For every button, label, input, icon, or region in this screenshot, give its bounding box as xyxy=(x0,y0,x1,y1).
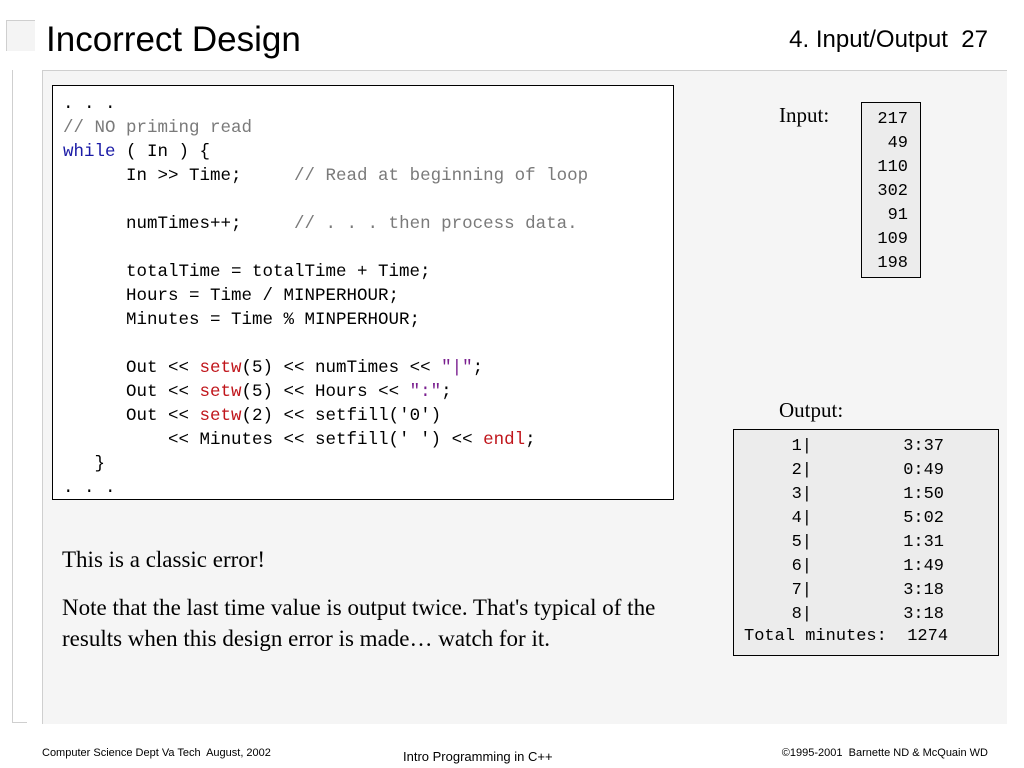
input-value: 49 xyxy=(887,134,908,153)
slide-reference: 4. Input/Output 27 xyxy=(789,26,988,54)
code-token: numTimes++; xyxy=(63,214,295,234)
code-token: ; xyxy=(472,358,484,378)
code-token: ( In ) { xyxy=(115,142,211,162)
code-token: ":" xyxy=(409,382,442,402)
code-token: Hours = Time / MINPERHOUR; xyxy=(63,286,400,306)
output-time: 0:49 xyxy=(903,461,944,480)
code-token: Minutes = Time % MINPERHOUR; xyxy=(63,310,421,330)
section-title: 4. Input/Output xyxy=(789,26,948,53)
output-count: 4| xyxy=(791,509,812,528)
output-box: 1| 3:37 2| 0:49 3| 1:50 4| 5:02 5| 1:31 6| 1:49 7| 3:… xyxy=(733,429,999,656)
note-classic-error: This is a classic error! xyxy=(62,547,266,572)
output-count: 1| xyxy=(791,437,812,456)
code-token: // NO priming read xyxy=(63,118,253,138)
output-rows: 1| 3:37 2| 0:49 3| 1:50 4| 5:02 5| 1:31 6| 1:49 7| 3:… xyxy=(734,435,1000,627)
code-token: // . . . then process data. xyxy=(294,214,578,234)
code-token: In >> Time; xyxy=(63,166,295,186)
code-token: setw xyxy=(199,358,242,378)
output-row: 3| 1:50 xyxy=(734,483,1000,507)
output-time: 3:37 xyxy=(903,437,944,456)
slide-title: Incorrect Design xyxy=(46,20,301,59)
output-count: 2| xyxy=(791,461,812,480)
code-token: (5) << Hours << xyxy=(241,382,410,402)
output-row: 4| 5:02 xyxy=(734,507,1000,531)
code-token: while xyxy=(63,142,116,162)
output-row: 7| 3:18 xyxy=(734,579,1000,603)
output-label: Output: xyxy=(779,398,844,422)
code-token: . . . xyxy=(63,478,116,498)
output-time: 3:18 xyxy=(903,605,944,624)
code-token: ; xyxy=(525,430,536,450)
code-token: setw xyxy=(199,382,242,402)
code-token: Out << xyxy=(63,382,200,402)
output-time: 5:02 xyxy=(903,509,944,528)
output-count: 6| xyxy=(791,557,812,576)
code-token: . . . xyxy=(63,94,116,114)
output-time: 1:50 xyxy=(903,485,944,504)
input-value: 109 xyxy=(877,230,908,249)
code-token: } xyxy=(63,454,106,474)
input-value: 302 xyxy=(877,182,908,201)
output-time: 1:31 xyxy=(903,533,944,552)
code-token: endl xyxy=(483,430,526,450)
output-count: 8| xyxy=(791,605,812,624)
output-row: 1| 3:37 xyxy=(734,435,1000,459)
code-token: setw xyxy=(199,406,242,426)
input-label: Input: xyxy=(779,103,830,127)
output-row: 5| 1:31 xyxy=(734,531,1000,555)
code-token: ; xyxy=(441,382,452,402)
output-time: 3:18 xyxy=(903,581,944,600)
output-row: 8| 3:18 xyxy=(734,603,1000,627)
corner-decoration xyxy=(6,20,35,51)
note-explanation: Note that the last time value is output … xyxy=(62,595,656,651)
output-count: 5| xyxy=(791,533,812,552)
code-token: totalTime = totalTime + Time; xyxy=(63,262,431,282)
code-listing-box: . . . // NO priming read while ( In ) { … xyxy=(52,85,674,500)
output-row: 2| 0:49 xyxy=(734,459,1000,483)
input-value: 91 xyxy=(887,206,908,225)
code-token: (2) << setfill('0') xyxy=(241,406,442,426)
output-row: 6| 1:49 xyxy=(734,555,1000,579)
footer-department: Computer Science Dept Va Tech August, 20… xyxy=(42,747,271,759)
input-value: 198 xyxy=(877,254,908,273)
code-token: (5) << numTimes << xyxy=(241,358,442,378)
code-token: << Minutes << setfill(' ') << xyxy=(63,430,484,450)
footer-course: Intro Programming in C++ xyxy=(403,749,553,764)
input-value: 110 xyxy=(877,158,908,177)
code-token: Out << xyxy=(63,358,200,378)
left-rule xyxy=(12,70,27,723)
code-token: // Read at beginning of loop xyxy=(294,166,589,186)
input-value: 217 xyxy=(877,110,908,129)
output-count: 7| xyxy=(791,581,812,600)
code-token: Out << xyxy=(63,406,200,426)
output-total: Total minutes: 1274 xyxy=(744,627,949,646)
input-box: 217 49 110 302 91 109 198 xyxy=(861,102,921,278)
input-values: 217 49 110 302 91 109 198 xyxy=(877,108,908,276)
code-listing: . . . // NO priming read while ( In ) { … xyxy=(63,92,588,500)
code-token: "|" xyxy=(441,358,473,378)
footer-copyright: ©1995-2001 Barnette ND & McQuain WD xyxy=(781,747,988,759)
output-count: 3| xyxy=(791,485,812,504)
output-time: 1:49 xyxy=(903,557,944,576)
page-number: 27 xyxy=(961,26,988,53)
